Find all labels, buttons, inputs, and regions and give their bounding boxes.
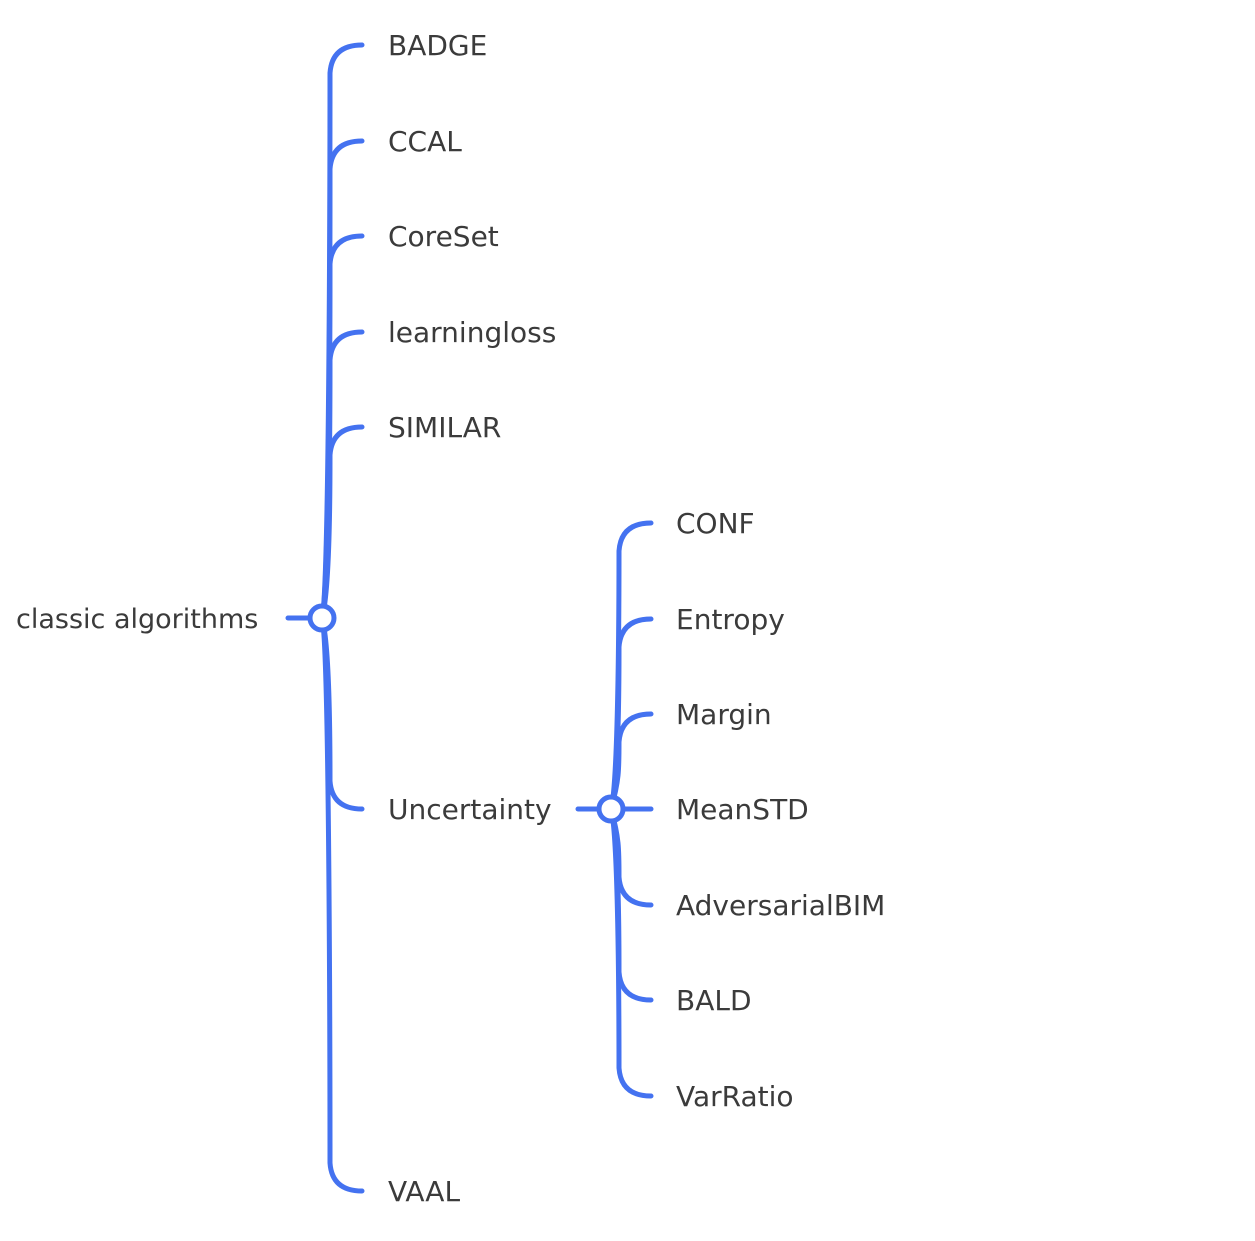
uncertainty-hub-circle[interactable] [596, 794, 626, 824]
node-coreset-label[interactable]: CoreSet [388, 220, 499, 253]
branch-line-similar [319, 424, 365, 621]
node-meanstd-label[interactable]: MeanSTD [676, 793, 809, 826]
branch-line-varratio [608, 806, 654, 1099]
node-margin-label[interactable]: Margin [676, 698, 772, 731]
node-ccal-label[interactable]: CCAL [388, 125, 462, 158]
node-bald-label[interactable]: BALD [676, 984, 752, 1017]
branch-line-vaal [319, 615, 365, 1194]
node-similar-label[interactable]: SIMILAR [388, 411, 501, 444]
root-hub-circle[interactable] [307, 603, 337, 633]
connector-lines [285, 42, 654, 1194]
node-entropy-label[interactable]: Entropy [676, 603, 785, 636]
node-uncertainty-label[interactable]: Uncertainty [388, 793, 552, 826]
node-badge-label[interactable]: BADGE [388, 29, 487, 62]
node-varratio-label[interactable]: VarRatio [676, 1080, 794, 1113]
root-node-label[interactable]: classic algorithms [16, 604, 258, 635]
node-labels: classic algorithms BADGE CCAL CoreSet learn… [16, 29, 885, 1208]
node-learningloss-label[interactable]: learningloss [388, 316, 556, 349]
node-adversarialbim-label[interactable]: AdversarialBIM [676, 889, 885, 922]
branch-hubs [307, 603, 626, 824]
node-conf-label[interactable]: CONF [676, 507, 755, 540]
branch-line-margin [608, 711, 654, 812]
node-vaal-label[interactable]: VAAL [388, 1175, 460, 1208]
